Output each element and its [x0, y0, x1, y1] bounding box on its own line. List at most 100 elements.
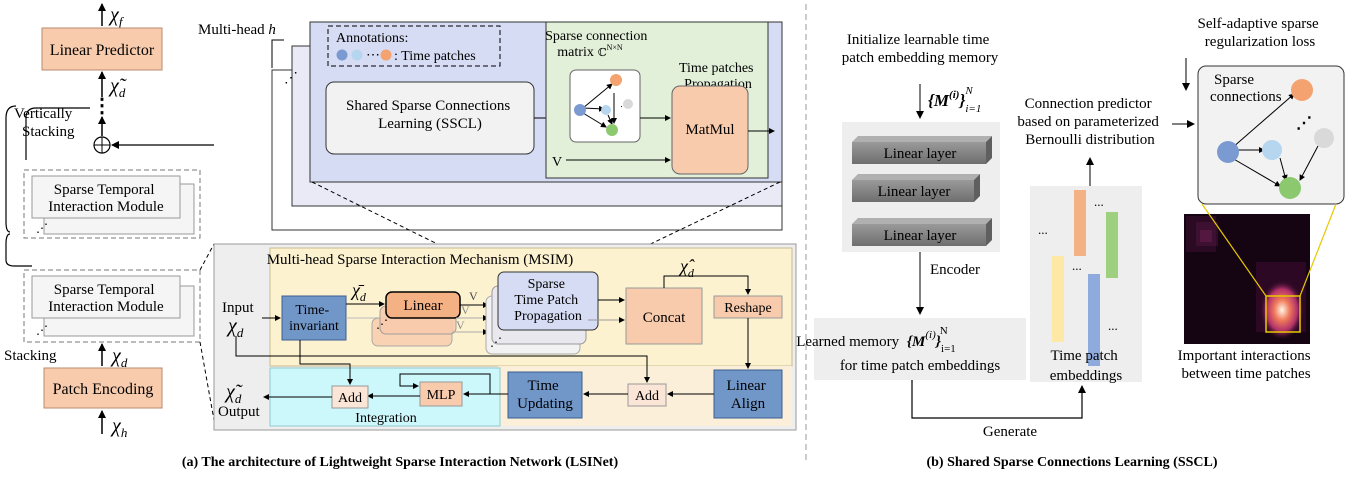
memory-symbol: {M(i)}i=1N [928, 85, 981, 115]
add-label-left: Add [338, 391, 362, 406]
output-label: Output [218, 404, 261, 420]
stim-upper-box [31, 175, 181, 219]
important-interactions-label: Important interactions between time patc… [1178, 348, 1315, 382]
svg-text:⋰: ⋰ [1296, 115, 1312, 132]
vertically-stacking-label: Vertically Stacking [14, 106, 76, 140]
matmul-box [671, 85, 749, 175]
multihead-ellipsis: ⋰ [284, 71, 298, 86]
stim-lower-label: Sparse Temporal Interaction Module [48, 282, 164, 315]
init-memory-label: Initialize learnable time patch embeddin… [842, 32, 999, 66]
learned-memory-line2: for time patch embeddings [840, 358, 1001, 374]
sscl-panel: Initialize learnable time patch embeddin… [796, 16, 1345, 440]
graph-node-orange [610, 74, 622, 86]
annotations-time-patches: : Time patches [394, 49, 476, 64]
stacking-label: Stacking [4, 348, 57, 364]
embedding-bar-green [1106, 212, 1118, 278]
annot-dot-orange [380, 49, 392, 61]
stim-upper-label: Sparse Temporal Interaction Module [48, 182, 164, 215]
sparse-tpp-label: Sparse Time Patch Propagation [514, 277, 582, 324]
graph-node-blue [574, 104, 586, 116]
time-patch-embeddings-label: Time patch embeddings [1050, 348, 1123, 384]
mlp-box [419, 381, 463, 407]
learned-memory-label: Learned memory {M(i)}i=1N [796, 325, 956, 355]
time-updating-label: Time Updating [517, 378, 573, 412]
svg-text:...: ... [1094, 194, 1104, 209]
time-invariant-label: Time- invariant [289, 303, 339, 334]
sc-node-blue [1217, 141, 1239, 163]
self-adaptive-label: Self-adaptive sparse regularization loss [1198, 16, 1323, 50]
stim-upper-frame [23, 169, 201, 239]
graph-node-grey [623, 99, 633, 109]
linear-layer-2: Linear layer [852, 174, 980, 202]
integration-label: Integration [355, 411, 416, 426]
caption-left: (a) The architecture of Lightweight Spar… [182, 455, 619, 470]
reshape-label: Reshape [724, 301, 771, 316]
matmul-label: MatMul [685, 122, 734, 138]
svg-text:⋰: ⋰ [490, 335, 502, 349]
v-label-top: V [552, 155, 562, 170]
svg-text:⋰: ⋰ [376, 317, 388, 331]
patch-encoding-box [43, 367, 163, 409]
chi-d-mid: χd [110, 345, 128, 370]
learned-memory-panel [814, 318, 1026, 380]
caption-right: (b) Shared Sparse Connections Learning (… [926, 455, 1217, 470]
svg-text:Linear layer: Linear layer [884, 228, 957, 244]
sc-node-green [1279, 177, 1301, 199]
svg-text:...: ... [1038, 222, 1048, 237]
svg-text:...: ... [1108, 318, 1118, 333]
sc-node-lightblue [1262, 140, 1282, 160]
time-updating-box [507, 371, 583, 419]
interaction-heatmap [1184, 214, 1310, 344]
left-stack: χf Linear Predictor χ̃d ⋮ Vertically Sta… [4, 3, 215, 440]
add-box-right [627, 383, 667, 407]
linear-predictor-box [41, 27, 163, 71]
linear-label: Linear [403, 298, 442, 314]
stim-lower-box [31, 275, 181, 319]
input-label: Input [222, 300, 254, 316]
graph-node-lightblue [601, 105, 611, 115]
generate-label: Generate [983, 424, 1037, 440]
sscl-box-label: Shared Sparse Connections Learning (SSCL… [346, 98, 514, 132]
annot-dot-blue [336, 49, 348, 61]
stim-upper-ellipsis: ⋰ [36, 221, 48, 235]
svg-text:Linear layer: Linear layer [884, 146, 957, 162]
embedding-bar-orange [1074, 190, 1086, 256]
sc-node-orange [1291, 79, 1313, 101]
chi-d-input: χd [226, 315, 244, 340]
sparse-tpp-box [497, 271, 599, 331]
stim-lower-ellipsis: ⋰ [36, 323, 48, 337]
linear-align-label: Linear Align [727, 378, 770, 412]
annot-dot-lightblue [351, 49, 363, 61]
patch-encoding-label: Patch Encoding [53, 381, 154, 398]
annot-dots-ellipsis: ⋯ [366, 48, 380, 63]
chi-f-label: χf [108, 4, 125, 29]
chi-h-label: χh [110, 415, 127, 440]
connection-predictor-label: Connection predictor based on parameteri… [1017, 96, 1162, 148]
svg-text:V: V [456, 318, 465, 332]
msim-panel: Multi-head Sparse Interaction Mechanism … [213, 243, 797, 431]
multihead-label: Multi-head h [198, 22, 276, 38]
graph-node-green [606, 124, 618, 136]
sc-node-grey [1314, 128, 1334, 148]
encoder-label: Encoder [930, 262, 980, 278]
svg-text:V: V [469, 289, 478, 303]
linear-layer-3: Linear layer [852, 218, 992, 246]
svg-text:...: ... [1072, 258, 1082, 273]
linear-predictor-label: Linear Predictor [50, 42, 155, 59]
embedding-bar-blue [1088, 274, 1100, 366]
annotations-title: Annotations: [336, 31, 408, 46]
stim-lower-frame [23, 269, 201, 343]
annotations-box [327, 25, 501, 67]
svg-text:Linear layer: Linear layer [878, 184, 951, 200]
embedding-bar-yellow [1052, 256, 1064, 342]
mlp-label: MLP [427, 388, 456, 403]
msim-title: Multi-head Sparse Interaction Mechanism … [267, 252, 574, 268]
multihead-panel: Multi-head h ⋰ Annotations: ⋯ : Time pat… [198, 21, 783, 273]
add-label-right: Add [635, 389, 659, 404]
vertical-ellipsis: ⋮ [92, 95, 112, 117]
linear-layer-1: Linear layer [852, 136, 992, 164]
svg-text:V: V [461, 303, 470, 317]
